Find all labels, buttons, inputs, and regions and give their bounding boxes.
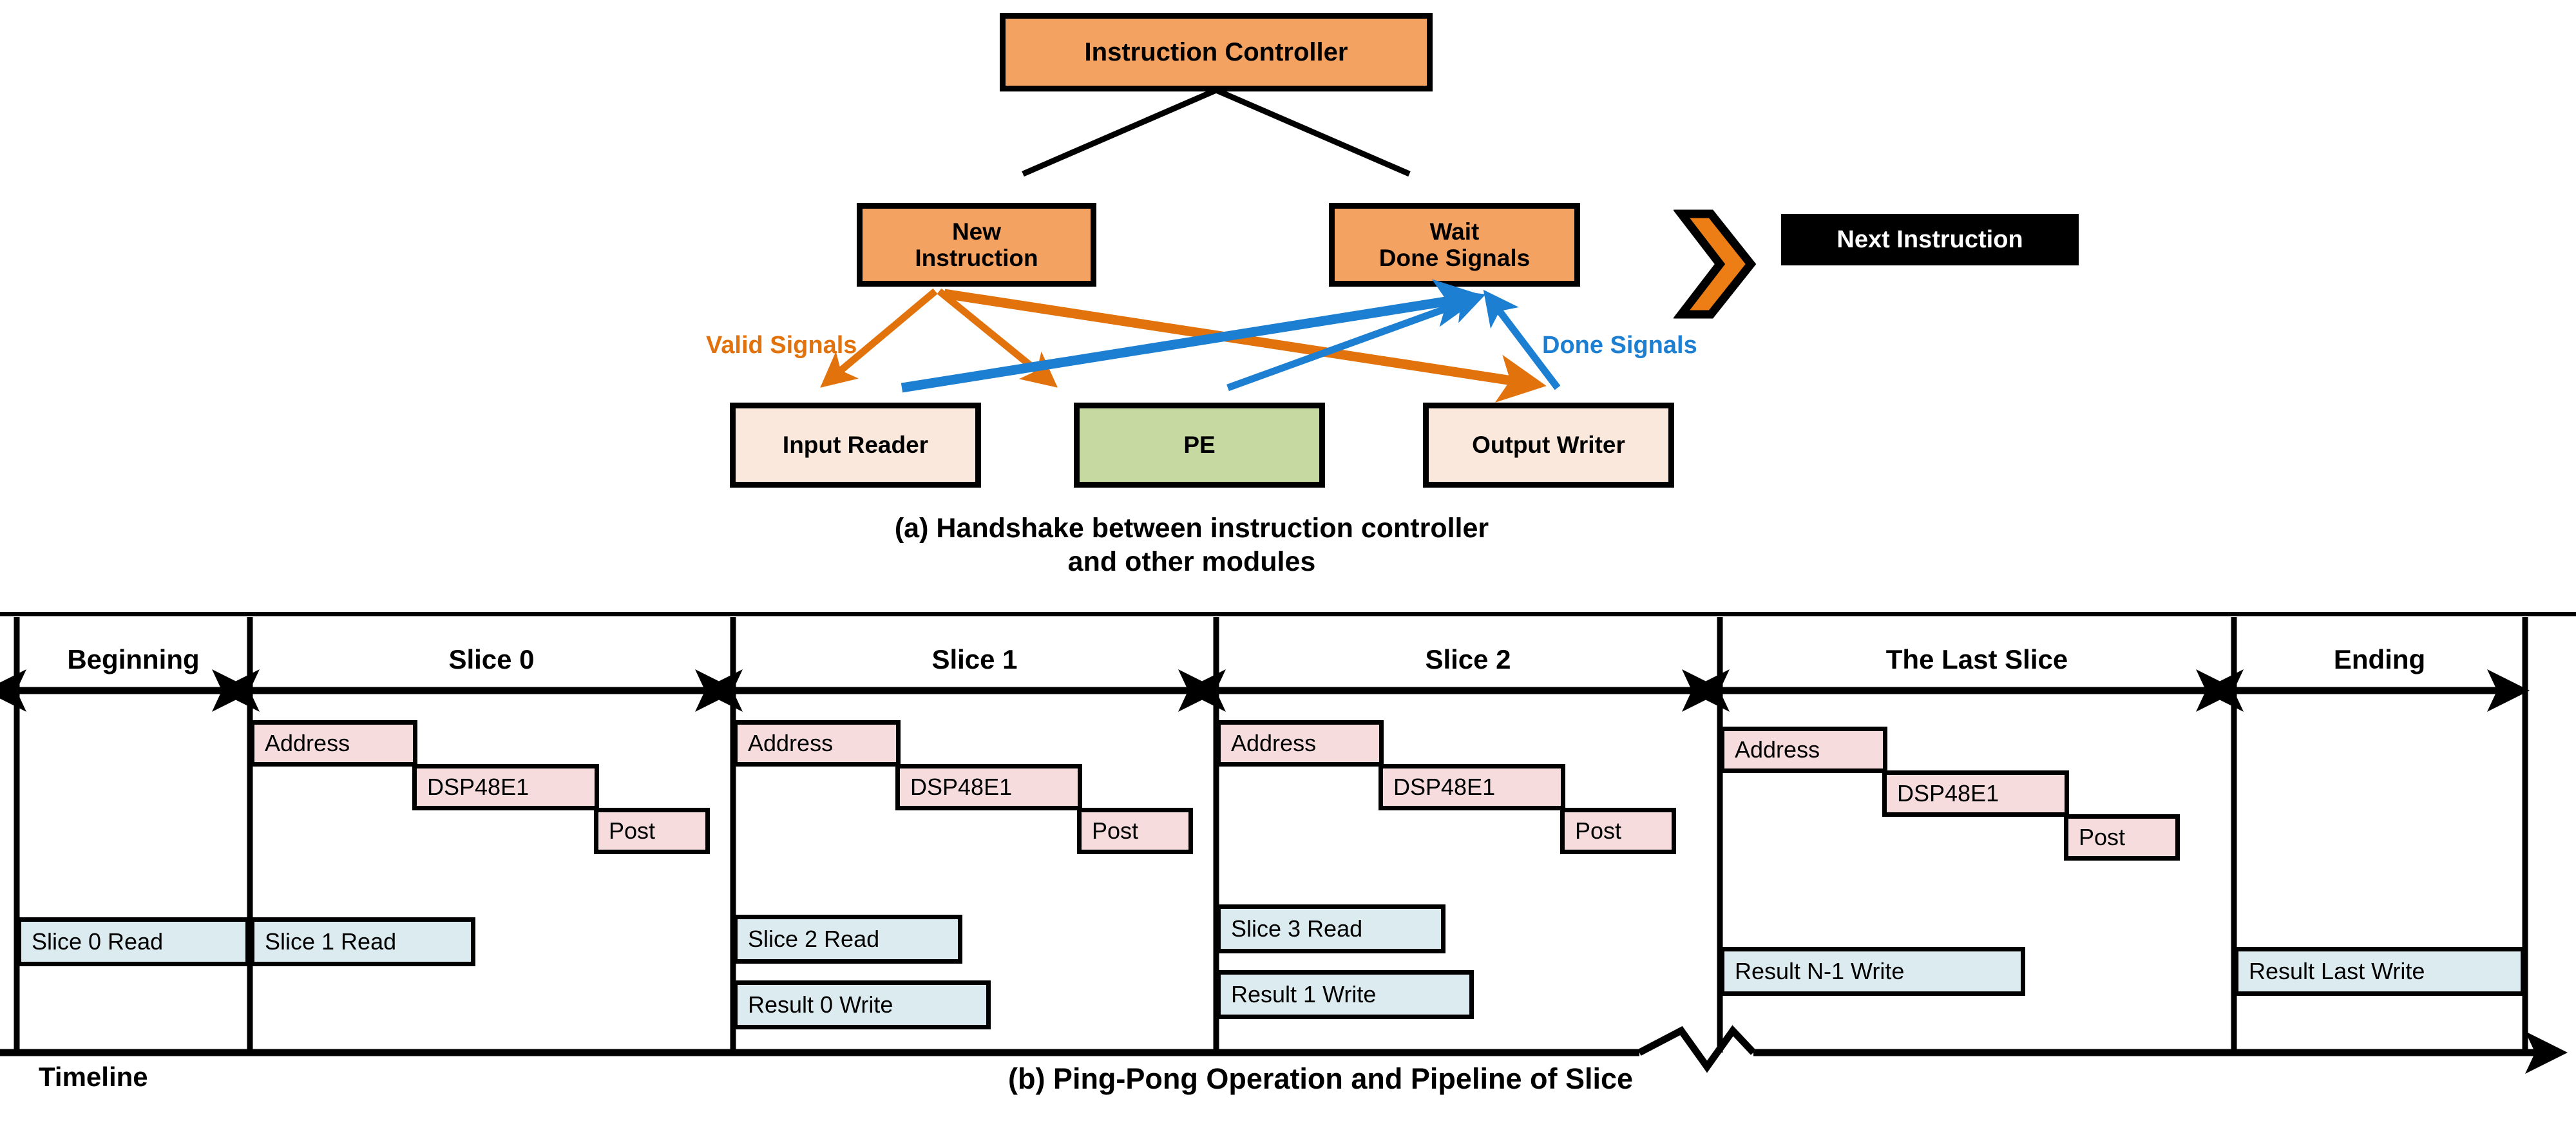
pipeline-box-dsp48e1: DSP48E1 bbox=[1379, 764, 1565, 810]
valid-signals-label: Valid Signals bbox=[706, 332, 857, 359]
pipeline-box-address: Address bbox=[1216, 720, 1384, 767]
chevron-right-icon bbox=[1674, 209, 1757, 319]
figure-a-caption-line1: (a) Handshake between instruction contro… bbox=[894, 513, 1489, 544]
next-instruction-banner: Next Instruction bbox=[1781, 214, 2079, 265]
pipeline-box-address: Address bbox=[250, 720, 417, 767]
output-writer-box: Output Writer bbox=[1423, 403, 1674, 488]
input-reader-label: Input Reader bbox=[782, 432, 929, 459]
pipeline-box-dsp48e1: DSP48E1 bbox=[895, 764, 1082, 810]
memory-box-slice-2-read: Slice 2 Read bbox=[733, 915, 962, 964]
figure-b-caption: (b) Ping-Pong Operation and Pipeline of … bbox=[1007, 1062, 1634, 1095]
new-instruction-label-line2: Instruction bbox=[915, 245, 1038, 271]
pipeline-box-address: Address bbox=[1720, 727, 1887, 773]
wait-done-signals-box: Wait Done Signals bbox=[1329, 203, 1580, 287]
instruction-controller-box: Instruction Controller bbox=[1000, 13, 1433, 91]
next-instruction-label: Next Instruction bbox=[1837, 225, 2023, 253]
pipeline-box-dsp48e1: DSP48E1 bbox=[412, 764, 599, 810]
memory-box-result-n-1-write: Result N-1 Write bbox=[1720, 947, 2025, 996]
pipeline-box-post: Post bbox=[1077, 808, 1193, 854]
memory-box-slice-3-read: Slice 3 Read bbox=[1216, 904, 1445, 953]
memory-box-slice-1-read: Slice 1 Read bbox=[250, 917, 475, 966]
controller-connector-lines bbox=[1022, 90, 1411, 177]
pe-box: PE bbox=[1074, 403, 1325, 488]
new-instruction-box: New Instruction bbox=[857, 203, 1096, 287]
new-instruction-label-line1: New bbox=[951, 218, 1002, 245]
phase-label-beginning: Beginning bbox=[67, 644, 200, 674]
pipeline-box-post: Post bbox=[1560, 808, 1676, 854]
handshake-signal-arrows bbox=[820, 279, 1561, 403]
pipeline-box-post: Post bbox=[2064, 814, 2180, 861]
phase-label-last-slice: The Last Slice bbox=[1885, 644, 2068, 674]
phase-label-slice-0: Slice 0 bbox=[448, 644, 535, 674]
memory-box-slice-0-read: Slice 0 Read bbox=[17, 917, 250, 966]
pipeline-box-address: Address bbox=[733, 720, 901, 767]
pipeline-box-dsp48e1: DSP48E1 bbox=[1882, 770, 2069, 817]
phase-label-slice-2: Slice 2 bbox=[1425, 644, 1511, 674]
memory-box-result-1-write: Result 1 Write bbox=[1216, 970, 1474, 1019]
pe-label: PE bbox=[1183, 432, 1216, 459]
timeline-frame bbox=[0, 612, 2576, 1074]
wait-done-label-line1: Wait bbox=[1429, 218, 1480, 245]
phase-label-slice-1: Slice 1 bbox=[931, 644, 1018, 674]
memory-box-result-0-write: Result 0 Write bbox=[733, 980, 991, 1029]
timeline-label: Timeline bbox=[39, 1062, 148, 1092]
instruction-controller-label: Instruction Controller bbox=[1084, 37, 1348, 66]
figure-a-caption-line2: and other modules bbox=[1067, 546, 1316, 577]
done-signals-label: Done Signals bbox=[1542, 332, 1697, 359]
input-reader-box: Input Reader bbox=[730, 403, 981, 488]
wait-done-label-line2: Done Signals bbox=[1379, 245, 1531, 271]
memory-box-result-last-write: Result Last Write bbox=[2234, 947, 2525, 996]
output-writer-label: Output Writer bbox=[1472, 432, 1625, 459]
pipeline-box-post: Post bbox=[594, 808, 710, 854]
figure-a-caption: (a) Handshake between instruction contro… bbox=[709, 512, 1675, 578]
phase-label-ending: Ending bbox=[2333, 644, 2426, 674]
